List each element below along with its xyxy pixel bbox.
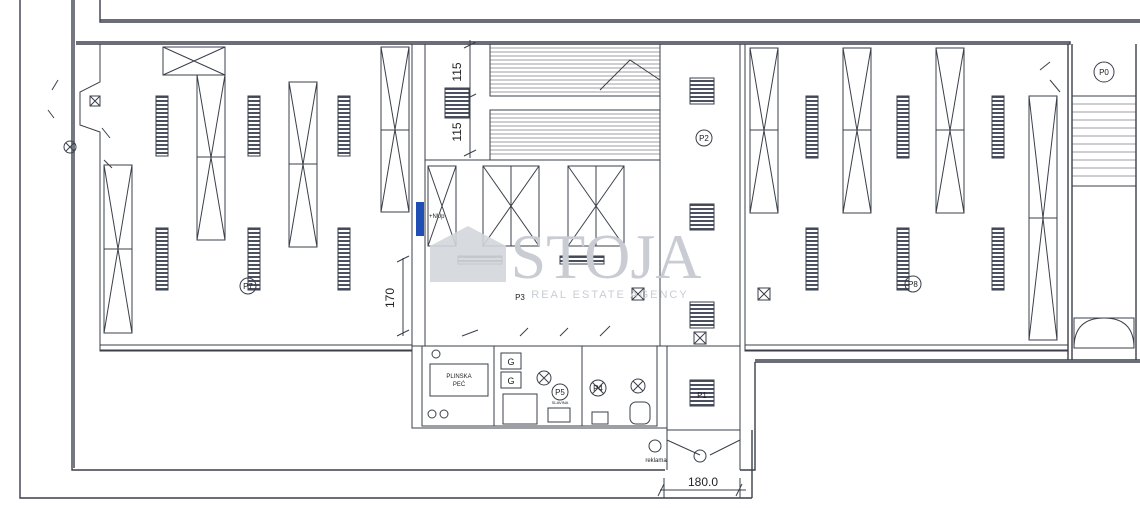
room-label-p3: P3 bbox=[515, 293, 525, 302]
left-wall-lights bbox=[155, 95, 351, 291]
dim-170-line bbox=[396, 255, 410, 337]
boiler-label-line2: PEĆ bbox=[453, 381, 466, 388]
left-electrical bbox=[47, 43, 120, 169]
dim-door-width: 180.0 bbox=[688, 475, 718, 489]
panel-marker bbox=[416, 202, 424, 236]
gas-meter-a: G bbox=[507, 357, 514, 367]
watermark-tagline: REAL ESTATE AGENCY bbox=[531, 289, 688, 301]
room-label-p7: P7 bbox=[243, 282, 253, 291]
room-p1 bbox=[648, 331, 741, 470]
stair-dims bbox=[463, 40, 477, 158]
room-label-p5: P5 bbox=[555, 388, 565, 397]
right-wall-lights bbox=[805, 95, 1005, 291]
dim-180-line bbox=[657, 478, 746, 498]
room-p0 bbox=[1039, 61, 1137, 349]
dim-stair-upper: 115 bbox=[450, 62, 464, 81]
sink-tag: SLAVINA bbox=[552, 400, 569, 405]
room-label-p2: P2 bbox=[699, 134, 709, 143]
boiler-label-line1: PLINSKA bbox=[446, 374, 471, 380]
gas-meter-b: G bbox=[507, 376, 514, 386]
room-label-p1: P1 bbox=[697, 391, 707, 400]
room-p7 bbox=[79, 44, 413, 352]
room-label-p4: P4 bbox=[593, 384, 603, 393]
dim-wall-height: 170 bbox=[383, 288, 397, 308]
room-label-p0: P0 bbox=[1099, 68, 1109, 77]
panel-tag: +NUp bbox=[429, 214, 445, 220]
dim-stair-lower: 115 bbox=[450, 122, 464, 141]
reklama-label: reklama bbox=[645, 458, 667, 464]
room-p8 bbox=[744, 43, 1069, 352]
corridor-fixtures bbox=[444, 77, 715, 329]
room-label-p8: P8 bbox=[908, 280, 918, 289]
watermark: STOJA REAL ESTATE AGENCY bbox=[430, 221, 701, 301]
watermark-brand: STOJA bbox=[511, 221, 702, 292]
